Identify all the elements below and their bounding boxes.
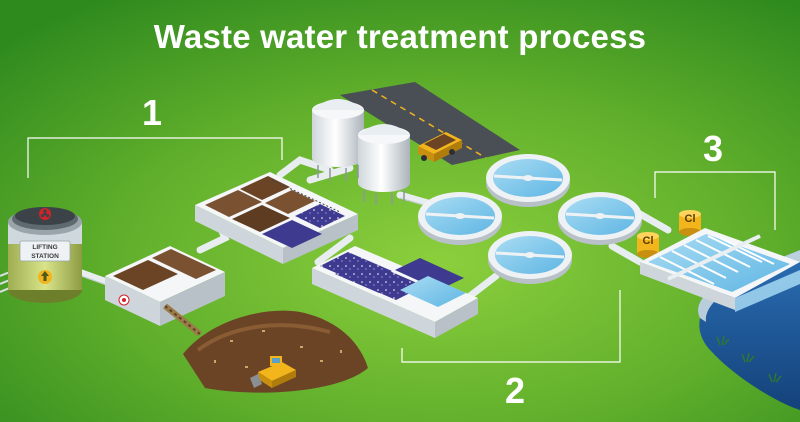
clarifiers bbox=[418, 154, 642, 284]
primary-treatment bbox=[195, 172, 358, 264]
stage-number-3: 3 bbox=[703, 128, 724, 169]
bulldozer bbox=[250, 356, 296, 388]
bracket-1 bbox=[27, 137, 283, 178]
bracket-2 bbox=[401, 290, 621, 363]
lifting-station: LIFTING STATION bbox=[8, 207, 82, 303]
bracket-3 bbox=[654, 171, 776, 230]
disinfection-beds bbox=[640, 228, 800, 312]
lifting-label-line1: LIFTING bbox=[32, 244, 57, 251]
stage-number-1: 1 bbox=[142, 92, 163, 133]
stage-brackets bbox=[27, 137, 776, 363]
reeds bbox=[716, 335, 782, 383]
aeration-tanks bbox=[312, 246, 478, 338]
page-title: Waste water treatment process bbox=[153, 18, 647, 55]
lifting-label-line2: STATION bbox=[31, 253, 59, 260]
storage-silos bbox=[312, 99, 410, 205]
stage-number-2: 2 bbox=[505, 370, 526, 411]
chlorine-label-2: Cl bbox=[643, 235, 654, 247]
road bbox=[340, 82, 520, 165]
biohazard-icon bbox=[39, 208, 51, 220]
chlorine-label-1: Cl bbox=[685, 213, 696, 225]
chlorine-tanks bbox=[637, 210, 701, 258]
road-marking bbox=[371, 89, 487, 159]
truck bbox=[418, 132, 462, 162]
